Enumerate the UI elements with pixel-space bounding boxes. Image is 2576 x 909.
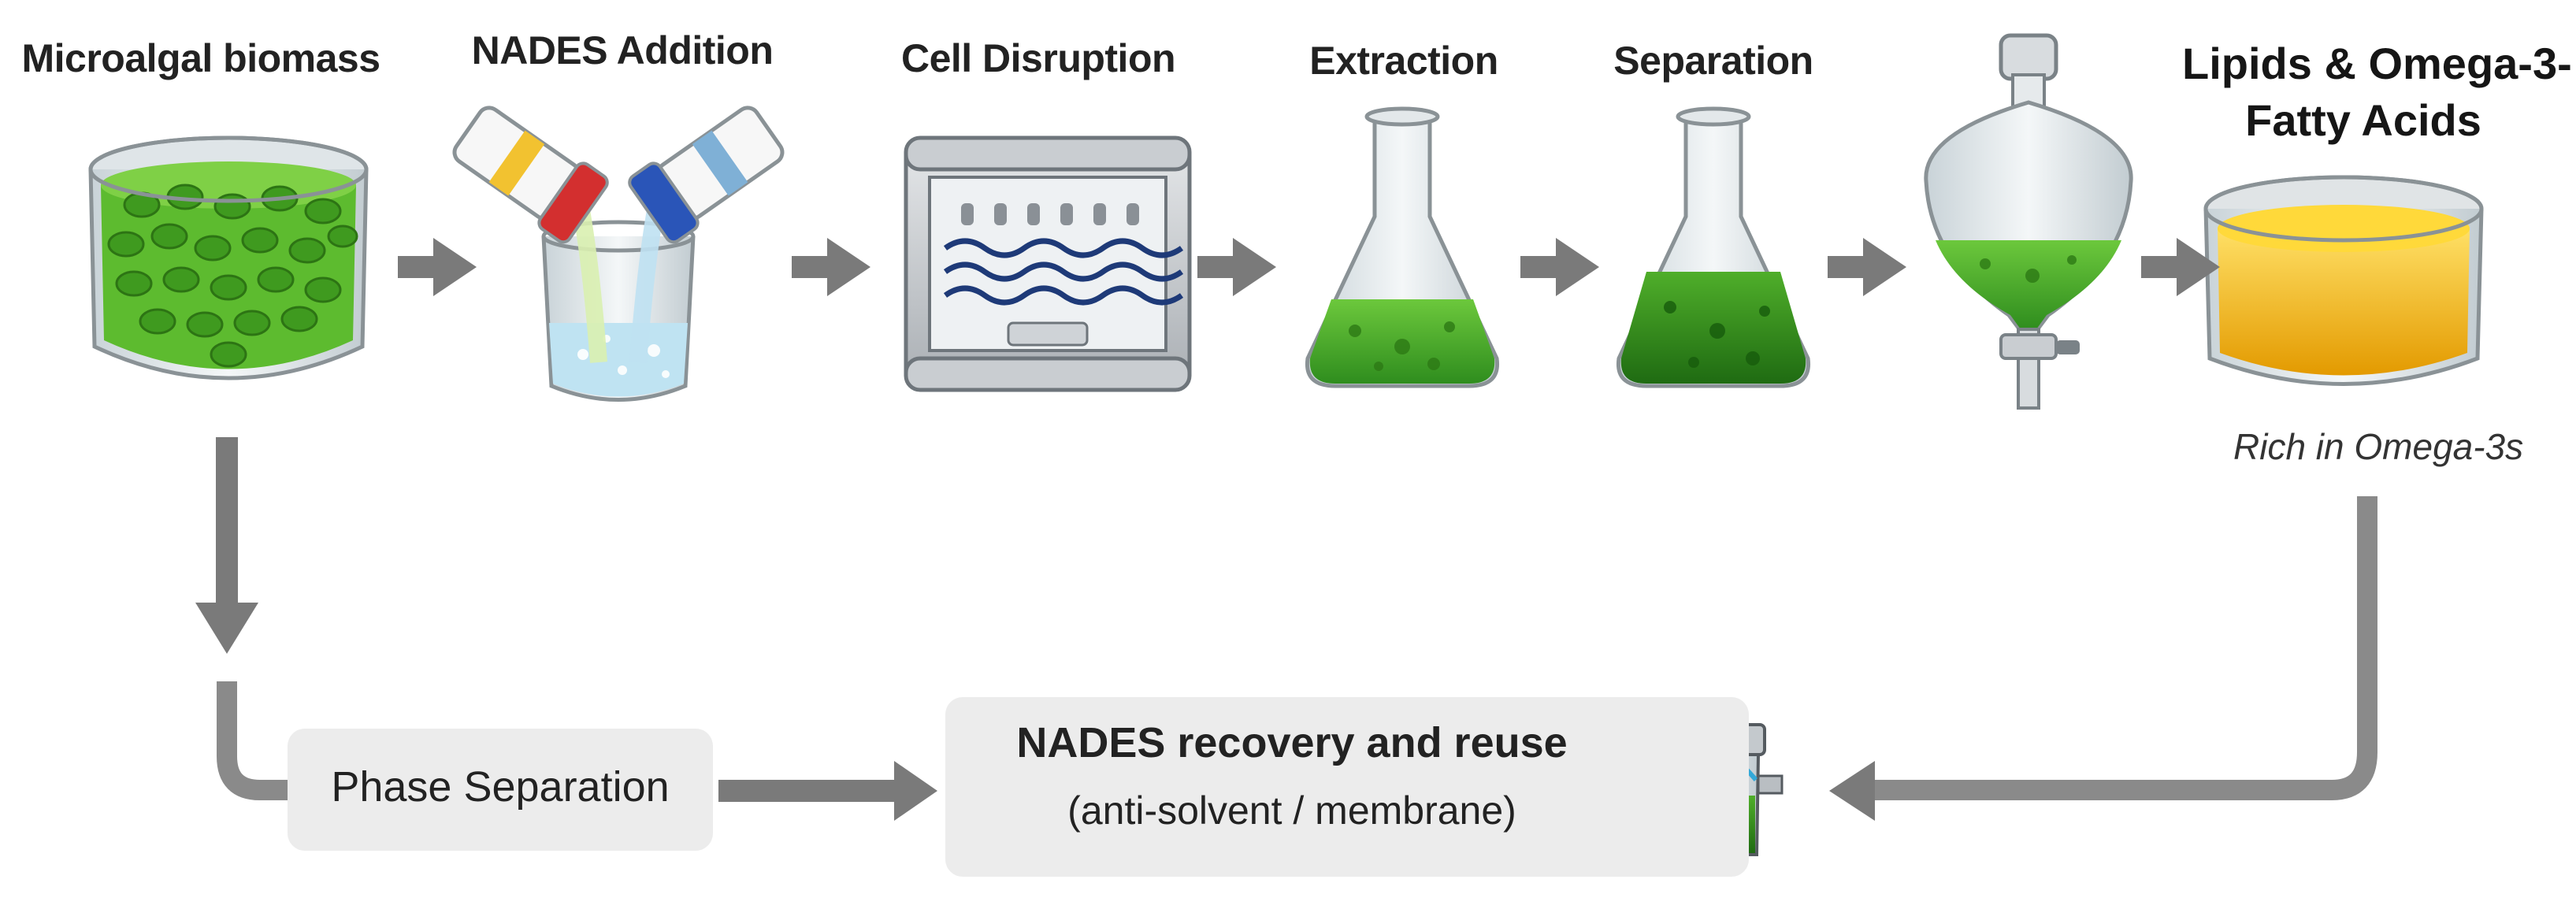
final-product-title-line2: Fatty Acids bbox=[2245, 95, 2481, 145]
biomass-dish-icon bbox=[88, 135, 369, 380]
step-label-biomass: Microalgal biomass bbox=[21, 36, 380, 80]
nades-recovery-subtitle: (anti-solvent / membrane) bbox=[1067, 788, 1516, 833]
step-label-separation: Separation bbox=[1613, 39, 1813, 83]
extraction-flask-icon bbox=[1305, 106, 1500, 388]
nades-recovery-title: NADES recovery and reuse bbox=[1016, 719, 1568, 766]
step-label-extraction: Extraction bbox=[1309, 39, 1498, 83]
recovery-arrow bbox=[718, 761, 937, 821]
final-product-title-line1: Lipids & Omega-3- bbox=[2182, 39, 2572, 88]
final-product-title: Lipids & Omega-3- Fatty Acids bbox=[2182, 35, 2572, 149]
step-label-cell-disruption: Cell Disruption bbox=[900, 36, 1176, 80]
return-line bbox=[1871, 496, 2377, 800]
flow-arrow bbox=[792, 238, 870, 296]
nades-recovery-box bbox=[945, 697, 1749, 877]
flow-arrow bbox=[1828, 238, 1906, 296]
phase-connector-line bbox=[217, 681, 288, 800]
flow-arrow bbox=[1520, 238, 1599, 296]
oil-dish-icon bbox=[2203, 175, 2484, 386]
flow-arrow bbox=[1197, 238, 1276, 296]
phase-separation-box bbox=[288, 729, 713, 851]
phase-separation-label: Phase Separation bbox=[331, 763, 670, 811]
pouring-bottles-icon bbox=[452, 106, 785, 402]
flow-arrow bbox=[398, 238, 477, 296]
step-label-nades-addition: NADES Addition bbox=[471, 28, 774, 72]
down-arrow bbox=[195, 437, 258, 654]
disruption-chamber-icon bbox=[904, 135, 1192, 392]
flow-arrow bbox=[2141, 238, 2220, 296]
return-arrowhead bbox=[1829, 761, 1875, 821]
separation-flask-icon bbox=[1616, 106, 1811, 388]
separatory-funnel-icon bbox=[1924, 33, 2133, 410]
omega3-note: Rich in Omega-3s bbox=[2233, 426, 2524, 467]
